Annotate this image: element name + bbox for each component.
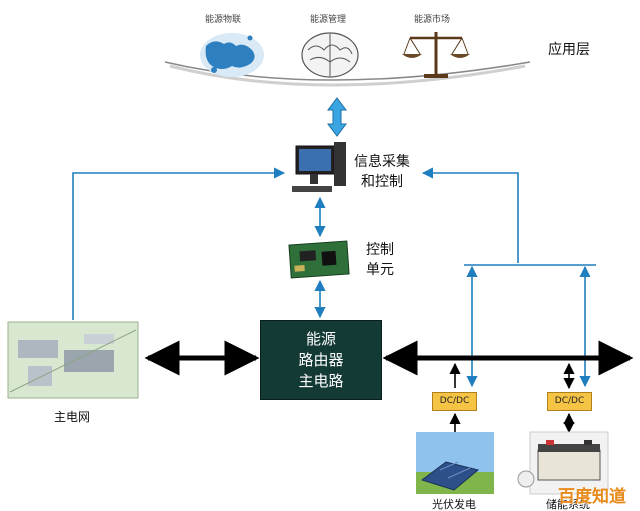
app-item-management-label: 能源管理	[310, 15, 347, 25]
energy-router-box: 能源 路由器 主电路	[260, 320, 382, 400]
battery-icon	[529, 431, 609, 495]
main-grid-label: 主电网	[54, 410, 91, 424]
scales-icon	[402, 32, 470, 78]
app-layer-arc	[164, 61, 531, 81]
app-item-iot-label: 能源物联	[205, 15, 242, 25]
computer-icon	[292, 142, 346, 192]
app-info-double-arrow	[327, 97, 347, 137]
watermark-logo-icon	[517, 470, 535, 488]
router-line3: 主电路	[298, 372, 344, 390]
watermark-text: 百度知道	[558, 487, 626, 507]
dc-dc-left-box: DC/DC	[432, 392, 477, 411]
dc-dc-right-box: DC/DC	[547, 392, 592, 411]
power-plant-icon	[7, 321, 139, 399]
control-line1: 控制	[366, 242, 394, 258]
pv-label: 光伏发电	[432, 498, 476, 511]
app-layer-arc-shadow	[169, 64, 526, 87]
circuit-board-icon	[288, 240, 350, 279]
control-line2: 单元	[366, 262, 394, 278]
world-map-icon	[200, 33, 264, 77]
router-line2: 路由器	[298, 351, 344, 369]
info-distribution-link	[421, 167, 519, 263]
info-line1: 信息采集	[354, 154, 410, 170]
solar-panel-icon	[416, 432, 494, 494]
app-layer-label: 应用层	[548, 42, 590, 58]
grid-info-link	[72, 167, 286, 320]
brain-icon	[301, 32, 359, 78]
storage-label: 储能系统	[546, 498, 590, 511]
control-unit-label: 控制 单元	[366, 240, 394, 280]
info-line2: 和控制	[361, 174, 403, 190]
info-collection-label: 信息采集 和控制	[354, 152, 410, 192]
app-item-market-label: 能源市场	[414, 15, 451, 25]
router-line1: 能源	[305, 330, 336, 348]
